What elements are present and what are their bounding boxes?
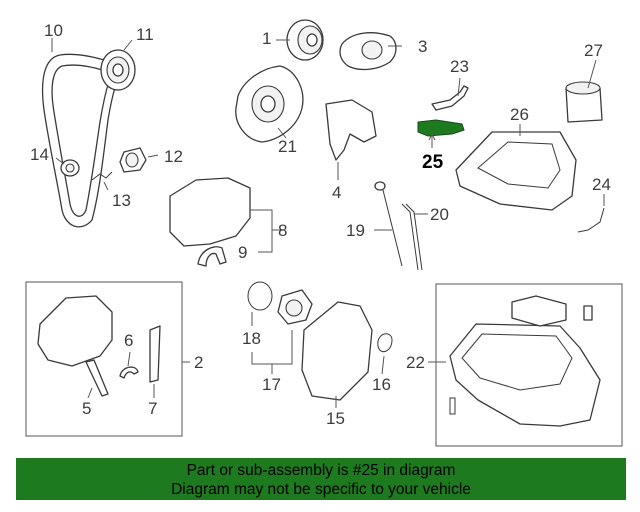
gasket-16[interactable] [377,333,393,353]
callout-9[interactable]: 9 [238,243,247,262]
callout-21[interactable]: 21 [278,137,297,156]
strainer[interactable] [511,295,567,327]
callout-11[interactable]: 11 [136,25,154,44]
callout-19[interactable]: 19 [346,221,365,240]
callout-22[interactable]: 22 [406,353,425,372]
callout-1[interactable]: 1 [262,29,271,48]
engine-bracket[interactable] [325,99,377,161]
lower-timing-cover[interactable] [37,295,113,367]
oil-pan-upper[interactable] [455,131,577,211]
oil-pan-lower[interactable] [449,323,601,427]
callout-4[interactable]: 4 [332,183,341,202]
callout-18[interactable]: 18 [242,329,261,348]
callout-numbers: 10 11 14 12 13 1 3 21 4 8 9 19 20 23 25 … [30,21,611,428]
info-banner: Part or sub-assembly is #25 in diagram D… [16,458,626,500]
oil-pump[interactable] [235,65,304,143]
oil-filter[interactable] [565,81,603,123]
callout-5[interactable]: 5 [82,399,91,418]
rear-seal-housing[interactable] [277,289,313,325]
rear-cover-15[interactable] [301,301,373,401]
banner-line-1: Part or sub-assembly is #25 in diagram [186,462,456,479]
callout-13[interactable]: 13 [112,191,131,210]
crankshaft-pulley[interactable] [286,19,324,61]
oil-pan-bracket[interactable] [577,207,605,233]
lower-timing-cover-box [25,281,183,437]
callout-24[interactable]: 24 [592,175,611,194]
drain-bolt[interactable] [583,305,593,321]
oil-pan-lower-box [435,283,623,447]
seal-plate-5[interactable] [85,359,109,397]
callout-15[interactable]: 15 [326,409,345,428]
banner-line-2: Diagram may not be specific to your vehi… [171,481,471,498]
callout-2[interactable]: 2 [194,353,203,372]
callout-25[interactable]: 25 [422,152,444,173]
callout-3[interactable]: 3 [418,37,427,56]
water-pump[interactable] [339,32,397,71]
tensioner-spring[interactable] [91,171,113,181]
dipstick-tube[interactable] [401,203,423,271]
callout-10[interactable]: 10 [44,21,63,40]
callout-8[interactable]: 8 [278,221,287,240]
callout-26[interactable]: 26 [510,105,529,124]
timing-cover-gasket[interactable] [197,246,227,267]
oil-pipe[interactable] [431,85,469,111]
belt-tensioner[interactable] [60,159,80,177]
callout-27[interactable]: 27 [584,41,603,60]
callout-7[interactable]: 7 [148,399,157,418]
callout-17[interactable]: 17 [262,375,281,394]
callout-14[interactable]: 14 [30,145,49,164]
oil-dipstick[interactable] [374,181,403,267]
seal-6[interactable] [119,366,139,379]
o-ring-18[interactable] [247,281,273,311]
callout-6[interactable]: 6 [124,331,133,350]
pan-gasket[interactable] [449,397,456,415]
strip-7[interactable] [149,325,161,383]
idler-pulley[interactable] [119,147,147,173]
callout-20[interactable]: 20 [430,205,449,224]
part-25-baffle[interactable] [417,119,465,137]
leader-lines [51,38,605,408]
callout-12[interactable]: 12 [164,147,183,166]
callout-23[interactable]: 23 [450,57,469,76]
timing-cover-upper[interactable] [169,177,251,247]
cam-pulley[interactable] [100,49,136,91]
callout-16[interactable]: 16 [372,375,391,394]
